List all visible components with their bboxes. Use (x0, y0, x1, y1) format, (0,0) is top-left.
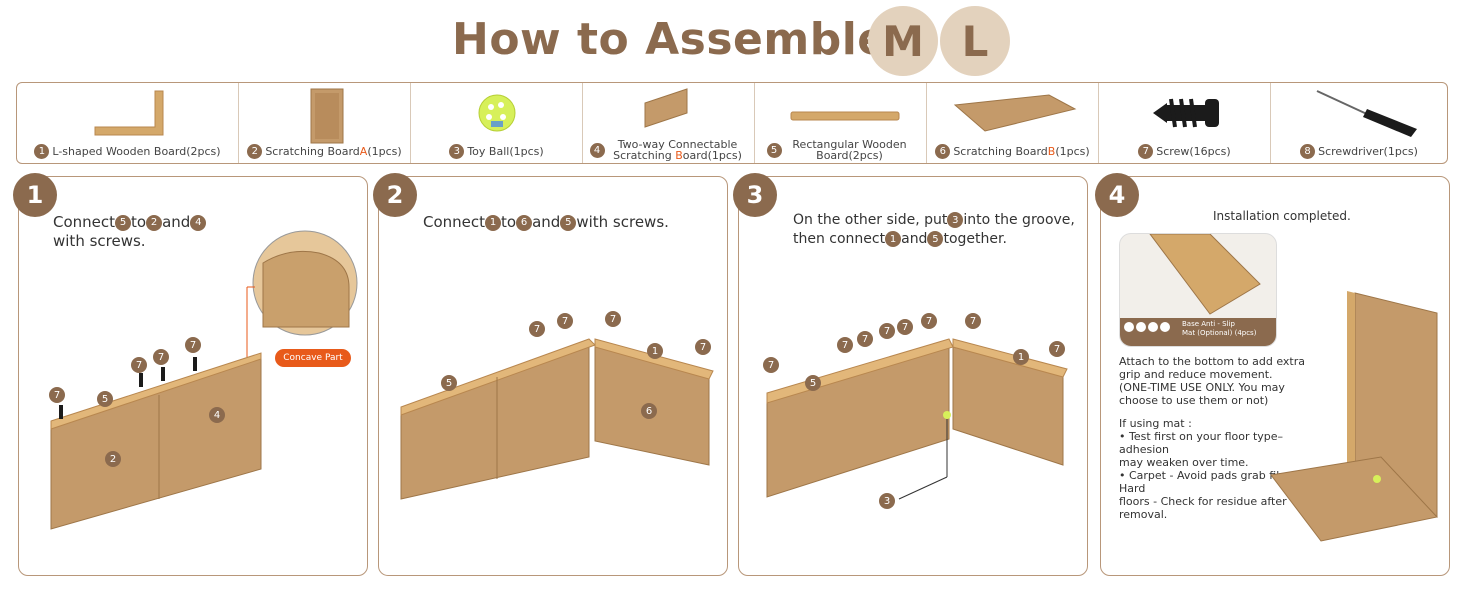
callout-7: 7 (897, 319, 913, 335)
part-label: Scratching Board (265, 145, 360, 158)
callout-7: 7 (695, 339, 711, 355)
step-1-diagram (50, 230, 358, 530)
callout-7: 7 (1049, 341, 1065, 357)
concave-part-tag: Concave Part (275, 349, 351, 367)
callout-7: 7 (879, 323, 895, 339)
callout-7: 7 (857, 331, 873, 347)
part-label: Scratching Board (953, 145, 1048, 158)
scratching-board-b-icon (953, 94, 1077, 132)
callout-7: 7 (965, 313, 981, 329)
size-badge-m: M (868, 6, 938, 76)
step-2-diagram (400, 338, 714, 500)
callout-7: 7 (605, 311, 621, 327)
callout-5: 5 (97, 391, 113, 407)
part-num: 6 (935, 144, 951, 159)
part-ref: 5 (115, 214, 132, 231)
callout-7: 7 (837, 337, 853, 353)
screwdriver-icon (1316, 90, 1417, 137)
callout-7: 7 (153, 349, 169, 365)
step-number: 3 (733, 173, 777, 217)
part-num: 2 (247, 144, 263, 159)
mat-label: Base Anti - Slip Mat (Optional) (4pcs) (1182, 320, 1257, 337)
part-num: 3 (449, 144, 465, 159)
part-ref: 4 (190, 214, 207, 231)
part-label: Screw(16pcs) (1156, 145, 1231, 158)
step-number: 4 (1095, 173, 1139, 217)
part-label: Toy Ball(1pcs) (467, 145, 544, 158)
part-label: L-shaped Wooden Board(2pcs) (52, 145, 221, 158)
part-label-accent: A (359, 145, 368, 158)
callout-6: 6 (641, 403, 657, 419)
part-ref: 1 (885, 231, 902, 247)
part-label-accent: B (675, 149, 683, 162)
part-label-suffix: oard(1pcs) (682, 149, 742, 162)
part-label-suffix: (1pcs) (1055, 145, 1090, 158)
part-item-4: 4 Two-way Connectable Scratching Board(1p… (583, 83, 755, 163)
part-item-5: 5 Rectangular Wooden Board(2pcs) (755, 83, 927, 163)
callout-7: 7 (529, 321, 545, 337)
page-title: How to Assemble (452, 14, 888, 65)
callout-7: 7 (921, 313, 937, 329)
part-label-accent: B (1047, 145, 1056, 158)
scratching-board-a-icon (310, 88, 344, 144)
callout-7: 7 (49, 387, 65, 403)
step-instruction: Installation completed. (1213, 209, 1351, 223)
part-ref: 5 (927, 231, 944, 247)
step-number: 2 (373, 173, 417, 217)
connectable-board-icon (644, 88, 688, 128)
part-ref: 3 (947, 212, 964, 228)
part-num: 7 (1138, 144, 1154, 159)
callout-7: 7 (763, 357, 779, 373)
anti-slip-mat-photo: Base Anti - Slip Mat (Optional) (4pcs) (1119, 233, 1277, 347)
part-num: 5 (766, 142, 782, 158)
part-label: Two-way Connectable Scratching (613, 138, 738, 162)
header: How to Assemble M L (0, 0, 1464, 80)
callout-2: 2 (105, 451, 121, 467)
size-badge-l: L (940, 6, 1010, 76)
step-3-diagram (766, 338, 1068, 500)
callout-3: 3 (879, 493, 895, 509)
callout-7: 7 (185, 337, 201, 353)
part-num: 1 (34, 144, 50, 159)
step-panel-4: 4 Installation completed. Base Anti - Sl… (1095, 173, 1450, 576)
callout-7: 7 (131, 357, 147, 373)
part-ref: 6 (516, 214, 533, 231)
callout-1: 1 (647, 343, 663, 359)
part-label: Screwdriver(1pcs) (1318, 145, 1418, 158)
toy-ball-icon (478, 94, 516, 132)
callout-1: 1 (1013, 349, 1029, 365)
part-num: 8 (1300, 144, 1316, 159)
callout-5: 5 (805, 375, 821, 391)
part-num: 4 (589, 142, 605, 158)
screw-icon (1153, 98, 1219, 128)
part-ref: 1 (485, 214, 502, 231)
l-shaped-board-icon (94, 90, 164, 136)
part-ref: 2 (146, 214, 163, 231)
callout-7: 7 (557, 313, 573, 329)
part-label: Rectangular Wooden Board(2pcs) (792, 138, 907, 162)
part-label-suffix: (1pcs) (367, 145, 402, 158)
assembled-scratcher-image (1270, 291, 1438, 542)
callout-4: 4 (209, 407, 225, 423)
callout-5: 5 (441, 375, 457, 391)
mat-description: Attach to the bottom to add extra grip a… (1119, 355, 1305, 521)
rectangular-board-icon (790, 111, 900, 121)
mat-dots (1124, 322, 1170, 332)
part-ref: 5 (560, 214, 577, 231)
step-number: 1 (13, 173, 57, 217)
